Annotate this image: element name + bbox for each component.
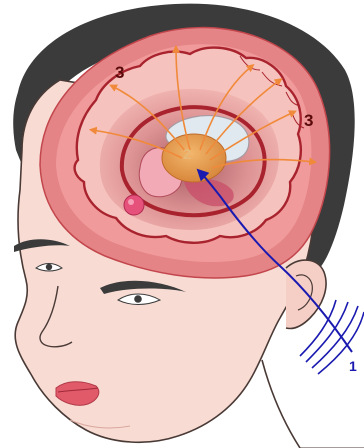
colliculus bbox=[124, 195, 144, 215]
label-cortex-right: 3 bbox=[304, 112, 313, 129]
label-cortex-left: 3 bbox=[115, 64, 124, 81]
label-sound-source: 1 bbox=[349, 359, 357, 373]
label-thalamus: 2 bbox=[183, 147, 191, 162]
ear bbox=[286, 260, 326, 328]
